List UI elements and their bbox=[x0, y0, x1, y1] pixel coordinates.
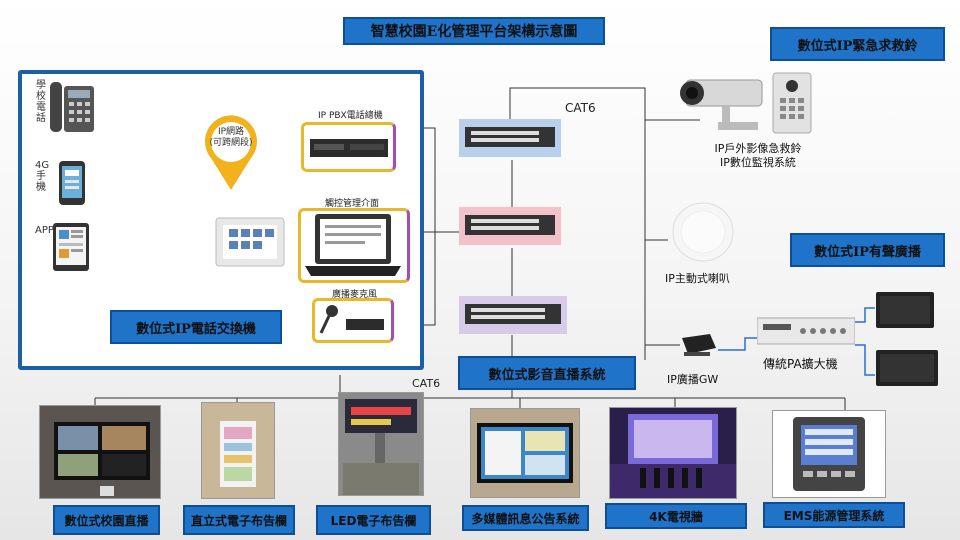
ems-meter-photo bbox=[772, 410, 886, 498]
pa-title: 數位式IP有聲廣播 bbox=[790, 233, 945, 267]
ip-broadcast-gw-icon bbox=[682, 334, 716, 356]
pa-amplifier-label: 傳統PA擴大機 bbox=[763, 357, 838, 371]
av-live-system-title: 數位式影音直播系統 bbox=[458, 356, 636, 390]
emergency-caption-line2: IP數位監視系統 bbox=[720, 156, 796, 169]
touch-panel-icon bbox=[215, 217, 285, 267]
desk-phone-icon bbox=[50, 82, 94, 132]
pa-arrows bbox=[718, 307, 875, 376]
campus-live-photo bbox=[39, 405, 161, 499]
pbx-device-icon bbox=[310, 139, 388, 157]
loudspeaker-top-icon bbox=[876, 292, 934, 328]
touch-interface-label: 觸控管理介面 bbox=[325, 199, 380, 209]
school-phone-label: 學校電話 bbox=[36, 80, 46, 124]
broadcast-mic-label: 廣播麥克風 bbox=[332, 290, 378, 300]
vertical-signage-caption: 直立式電子布告欄 bbox=[183, 505, 295, 535]
emergency-caption-line1: IP戶外影像急救鈴 bbox=[714, 142, 802, 155]
led-signage-caption: LED電子布告欄 bbox=[316, 505, 431, 535]
cat6-bottom-label: CAT6 bbox=[412, 377, 441, 390]
emergency-title: 數位式IP緊急求救鈴 bbox=[770, 27, 945, 61]
vertical-signage-photo bbox=[201, 402, 275, 499]
multimedia-info-caption: 多媒體訊息公告系統 bbox=[462, 505, 589, 531]
microphone-icon bbox=[319, 305, 384, 334]
switch-blue-icon bbox=[459, 119, 561, 157]
ip-network-label: IP網路 (可跨網段) bbox=[209, 127, 253, 148]
switch-purple-icon bbox=[459, 296, 567, 334]
multimedia-info-photo bbox=[470, 408, 580, 498]
pa-amplifier-icon bbox=[757, 317, 855, 345]
app-label: APP bbox=[35, 225, 54, 236]
ip-broadcast-gw-label: IP廣播GW bbox=[667, 373, 719, 386]
led-signage-photo bbox=[338, 392, 424, 496]
smartphone-icon bbox=[59, 161, 85, 205]
tablet-icon bbox=[53, 223, 89, 271]
loudspeaker-bottom-icon bbox=[876, 350, 938, 386]
campus-live-caption: 數位式校園直播 bbox=[53, 505, 160, 535]
phone-exchange-title: 數位式IP電話交換機 bbox=[110, 310, 282, 344]
video-wall-photo bbox=[609, 407, 737, 499]
laptop-icon bbox=[305, 214, 401, 276]
switch-pink-icon bbox=[459, 207, 561, 245]
ip-speaker-label: IP主動式喇叭 bbox=[665, 272, 730, 285]
video-wall-caption: 4K電視牆 bbox=[605, 503, 747, 529]
ceiling-speaker-icon bbox=[672, 202, 734, 262]
pbx-label: IP PBX電話總機 bbox=[318, 111, 383, 121]
page-title: 智慧校園E化管理平台架構示意圖 bbox=[343, 17, 605, 45]
ems-caption: EMS能源管理系統 bbox=[763, 502, 905, 528]
ip-network-pin-icon bbox=[205, 115, 257, 190]
outdoor-camera-icon bbox=[680, 79, 763, 130]
cat6-top-label: CAT6 bbox=[565, 101, 596, 115]
emergency-call-box-icon bbox=[772, 72, 812, 134]
emergency-caption: IP戶外影像急救鈴 IP數位監視系統 bbox=[698, 142, 818, 170]
mobile-label: 4G手機 bbox=[35, 160, 50, 193]
